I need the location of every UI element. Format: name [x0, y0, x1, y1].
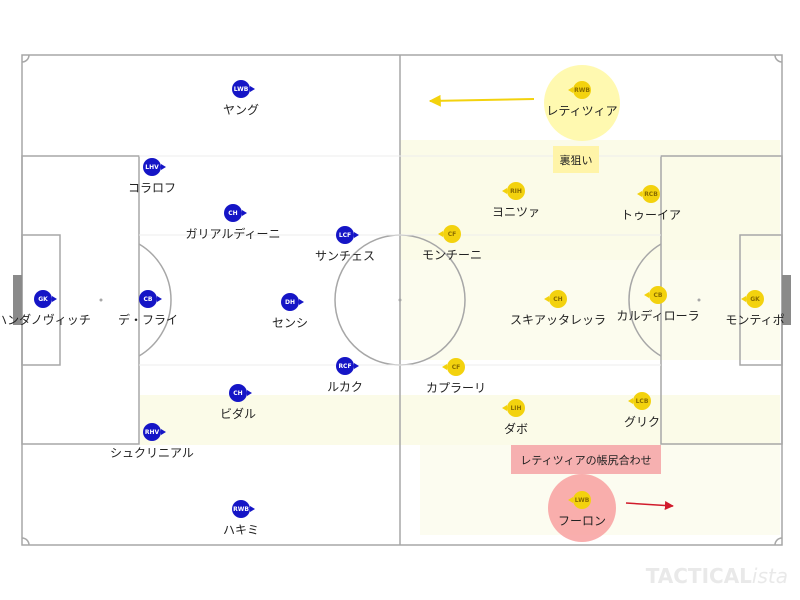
player-marker-away[interactable]: LWB — [573, 491, 591, 509]
player-marker-home[interactable]: GK — [34, 290, 52, 308]
facing-indicator — [250, 86, 255, 92]
player-marker-away[interactable]: CF — [447, 358, 465, 376]
centre-spot — [398, 298, 402, 302]
facing-indicator — [568, 87, 573, 93]
facing-indicator — [52, 296, 57, 302]
facing-indicator — [741, 296, 746, 302]
facing-indicator — [299, 299, 304, 305]
player-name: ハキミ — [222, 523, 260, 537]
penalty-spot — [697, 298, 701, 302]
facing-indicator — [644, 292, 649, 298]
watermark-logo: TACTICALista — [645, 564, 788, 588]
player-marker-away[interactable]: LCB — [633, 392, 651, 410]
player-name: シュクリニアル — [110, 446, 194, 460]
player-name: モンチーニ — [421, 248, 483, 262]
facing-indicator — [354, 363, 359, 369]
player-marker-home[interactable]: CH — [229, 384, 247, 402]
player-name: ガリアルディーニ — [185, 227, 281, 241]
highlight-letizia — [544, 65, 620, 141]
player-name: デ・フライ — [117, 313, 179, 327]
player-name: スキアッタレッラ — [509, 313, 607, 327]
player-marker-away[interactable]: RCB — [642, 185, 660, 203]
player-marker-away[interactable]: RIH — [507, 182, 525, 200]
player-marker-away[interactable]: RWB — [573, 81, 591, 99]
note-behind: 裏狙い — [553, 146, 599, 173]
player-name: トゥーイア — [620, 208, 682, 222]
player-marker-home[interactable]: DH — [281, 293, 299, 311]
player-marker-away[interactable]: LIH — [507, 399, 525, 417]
facing-indicator — [354, 232, 359, 238]
player-name: カプラーリ — [425, 381, 487, 395]
note-behind-text: 裏狙い — [559, 153, 593, 167]
player-marker-away[interactable]: CH — [549, 290, 567, 308]
facing-indicator — [161, 164, 166, 170]
facing-indicator — [438, 231, 443, 237]
player-marker-home[interactable]: LCF — [336, 226, 354, 244]
player-marker-home[interactable]: RCF — [336, 357, 354, 375]
goal-right — [782, 275, 791, 325]
player-name: フーロン — [557, 514, 607, 528]
player-name: サンチェス — [314, 249, 376, 263]
facing-indicator — [544, 296, 549, 302]
player-marker-home[interactable]: LHV — [143, 158, 161, 176]
facing-indicator — [502, 405, 507, 411]
player-name: グリク — [623, 415, 661, 429]
facing-indicator — [250, 506, 255, 512]
player-name: ルカク — [327, 380, 363, 394]
player-marker-home[interactable]: RWB — [232, 500, 250, 518]
player-name: ダボ — [503, 422, 529, 436]
zone-shade — [400, 260, 780, 360]
player-marker-home[interactable]: LWB — [232, 80, 250, 98]
player-name: カルディローラ — [616, 309, 700, 323]
facing-indicator — [502, 188, 507, 194]
facing-indicator — [161, 429, 166, 435]
arrow-foulon-push — [625, 500, 674, 510]
player-marker-home[interactable]: RHV — [143, 423, 161, 441]
player-marker-home[interactable]: CH — [224, 204, 242, 222]
player-name: センシ — [271, 316, 309, 330]
facing-indicator — [157, 296, 162, 302]
note-mark: レティツィアの帳尻合わせ — [511, 445, 661, 474]
player-name: ハンダノヴィッチ — [0, 313, 91, 327]
facing-indicator — [442, 364, 447, 370]
facing-indicator — [247, 390, 252, 396]
penalty-spot — [99, 298, 103, 302]
player-marker-home[interactable]: CB — [139, 290, 157, 308]
player-name: コラロフ — [127, 181, 177, 195]
player-name: ヤング — [222, 103, 260, 117]
zone-shade — [140, 395, 780, 445]
player-marker-away[interactable]: CB — [649, 286, 667, 304]
goal-left — [13, 275, 22, 325]
facing-indicator — [628, 398, 633, 404]
player-name: モンティポ — [725, 313, 785, 327]
facing-indicator — [637, 191, 642, 197]
player-name: レティツィア — [546, 104, 618, 118]
player-name: ビダル — [219, 407, 257, 421]
arrow-letizia-run — [428, 94, 535, 107]
note-mark-text: レティツィアの帳尻合わせ — [520, 453, 652, 467]
player-marker-away[interactable]: GK — [746, 290, 764, 308]
facing-indicator — [568, 497, 573, 503]
player-name: ヨニツァ — [491, 205, 541, 219]
player-marker-away[interactable]: CF — [443, 225, 461, 243]
facing-indicator — [242, 210, 247, 216]
